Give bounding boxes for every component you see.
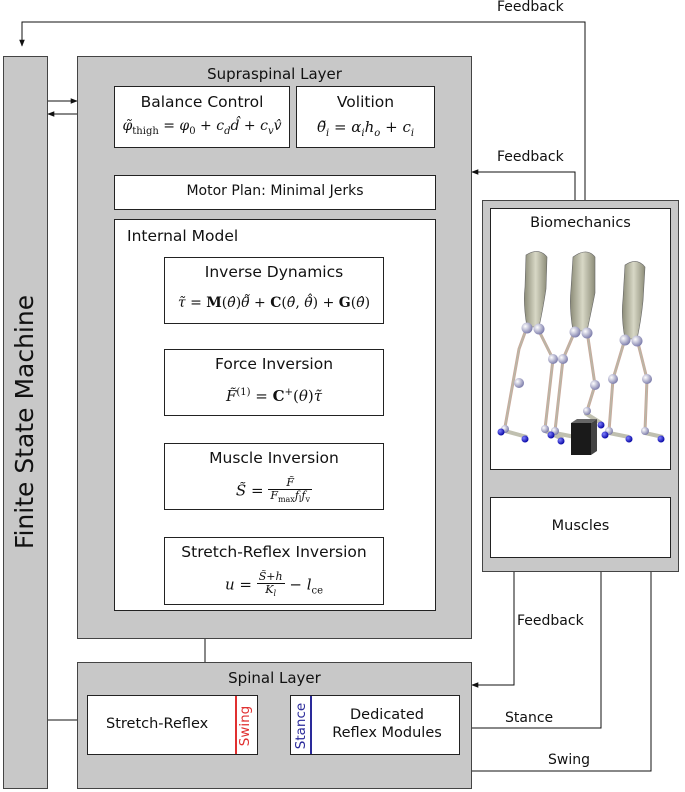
- swing-label: Swing: [548, 752, 590, 768]
- stretch-reflex-label: Stretch-Reflex: [106, 716, 209, 732]
- biomechanics-box: Biomechanics: [490, 208, 671, 470]
- feedback-low-label: Feedback: [517, 613, 584, 629]
- stance-divider: [310, 696, 312, 754]
- volition-equation: θ̃i = αiho + ci: [316, 118, 415, 139]
- biomechanics-title: Biomechanics: [530, 215, 631, 231]
- feedback-top-wire: [19, 21, 586, 200]
- supraspinal-layer-title: Supraspinal Layer: [207, 65, 342, 83]
- stance-tag: Stance: [293, 702, 309, 750]
- motor-plan-box: Motor Plan: Minimal Jerks: [114, 175, 436, 210]
- stance-wire: [460, 557, 604, 729]
- swing-divider: [235, 696, 237, 754]
- feedback-top-label: Feedback: [497, 0, 564, 15]
- feedback-mid-label: Feedback: [497, 149, 564, 165]
- volition-box: Volition θ̃i = αiho + ci: [296, 86, 435, 148]
- feedback-low-wire: [471, 572, 515, 688]
- stretch-reflex-inversion-title: Stretch-Reflex Inversion: [181, 543, 367, 561]
- force-inversion-title: Force Inversion: [214, 355, 334, 373]
- force-inversion-box: Force Inversion F̃(1) = C+(θ)τ̃: [164, 349, 384, 416]
- force-inversion-equation: F̃(1) = C+(θ)τ̃: [225, 387, 323, 405]
- balance-control-title: Balance Control: [140, 93, 264, 111]
- finite-state-machine-label: Finite State Machine: [10, 294, 39, 550]
- reflex-modules-line1: Dedicated: [350, 707, 424, 723]
- inverse-dynamics-equation: τ̃ = M(θ̂)θ̈̃ + C(θ̂, θ̇̂) + G(θ̂): [177, 295, 371, 311]
- volition-title: Volition: [336, 93, 395, 111]
- muscles-label: Muscles: [551, 518, 610, 534]
- walking-skeleton-figure: [497, 251, 665, 455]
- muscle-inversion-title: Muscle Inversion: [209, 449, 339, 467]
- muscle-inversion-box: Muscle Inversion S̃ = F̃Fmaxflfv: [164, 443, 384, 510]
- inverse-dynamics-title: Inverse Dynamics: [204, 263, 344, 281]
- balance-control-box: Balance Control φ̃thigh = φ0 + cdd̂ + cv…: [114, 86, 290, 148]
- feedback-mid-wire: [471, 169, 576, 200]
- stance-label: Stance: [505, 710, 554, 726]
- balance-control-equation: φ̃thigh = φ0 + cdd̂ + cvv̂: [122, 118, 282, 137]
- motor-plan-label: Motor Plan: Minimal Jerks: [186, 183, 364, 199]
- swing-tag: Swing: [237, 705, 253, 747]
- internal-model-title: Internal Model: [127, 227, 239, 245]
- reflex-modules-line2: Reflex Modules: [332, 725, 442, 741]
- finite-state-machine-block: [3, 56, 48, 789]
- reflex-modules-box: Stance Dedicated Reflex Modules: [290, 695, 460, 755]
- muscles-box: Muscles: [490, 497, 671, 558]
- stretch-reflex-box: Stretch-Reflex Swing: [87, 695, 258, 755]
- spinal-layer-title: Spinal Layer: [228, 669, 321, 687]
- inverse-dynamics-box: Inverse Dynamics τ̃ = M(θ̂)θ̈̃ + C(θ̂, θ…: [164, 257, 384, 324]
- muscle-inversion-equation: S̃ = F̃Fmaxflfv: [235, 476, 313, 505]
